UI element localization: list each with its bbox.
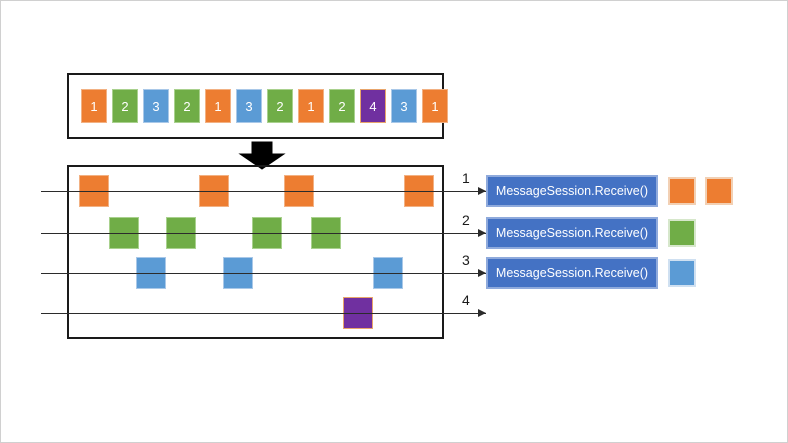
queue-message: 3 [391,89,417,123]
lane-arrowhead-4 [478,309,486,317]
lane-line-4 [41,313,486,314]
queue-message: 2 [267,89,293,123]
queue-message: 1 [205,89,231,123]
lane-number-label: 3 [462,252,470,268]
lane-number-label: 2 [462,212,470,228]
received-message-square [705,177,733,205]
received-message-square [668,219,696,247]
queue-message: 2 [174,89,200,123]
lane-line-1 [41,191,486,192]
queue-message: 2 [329,89,355,123]
lane-arrowhead-1 [478,187,486,195]
queue-message: 3 [236,89,262,123]
received-message-square [668,259,696,287]
lane-line-2 [41,233,486,234]
queue-message: 1 [298,89,324,123]
lane-number-label: 1 [462,170,470,186]
session-lanes-box [67,165,444,339]
queue-message: 4 [360,89,386,123]
lane-arrowhead-3 [478,269,486,277]
flow-down-arrow-icon [232,140,292,170]
queue-message: 3 [143,89,169,123]
lane-line-3 [41,273,486,274]
queue-message: 1 [422,89,448,123]
queue-message: 2 [112,89,138,123]
message-session-receive-box[interactable]: MessageSession.Receive() [486,175,658,207]
message-session-receive-box[interactable]: MessageSession.Receive() [486,257,658,289]
received-message-square [668,177,696,205]
message-session-receive-box[interactable]: MessageSession.Receive() [486,217,658,249]
lane-number-label: 4 [462,292,470,308]
queue-message: 1 [81,89,107,123]
lane-arrowhead-2 [478,229,486,237]
